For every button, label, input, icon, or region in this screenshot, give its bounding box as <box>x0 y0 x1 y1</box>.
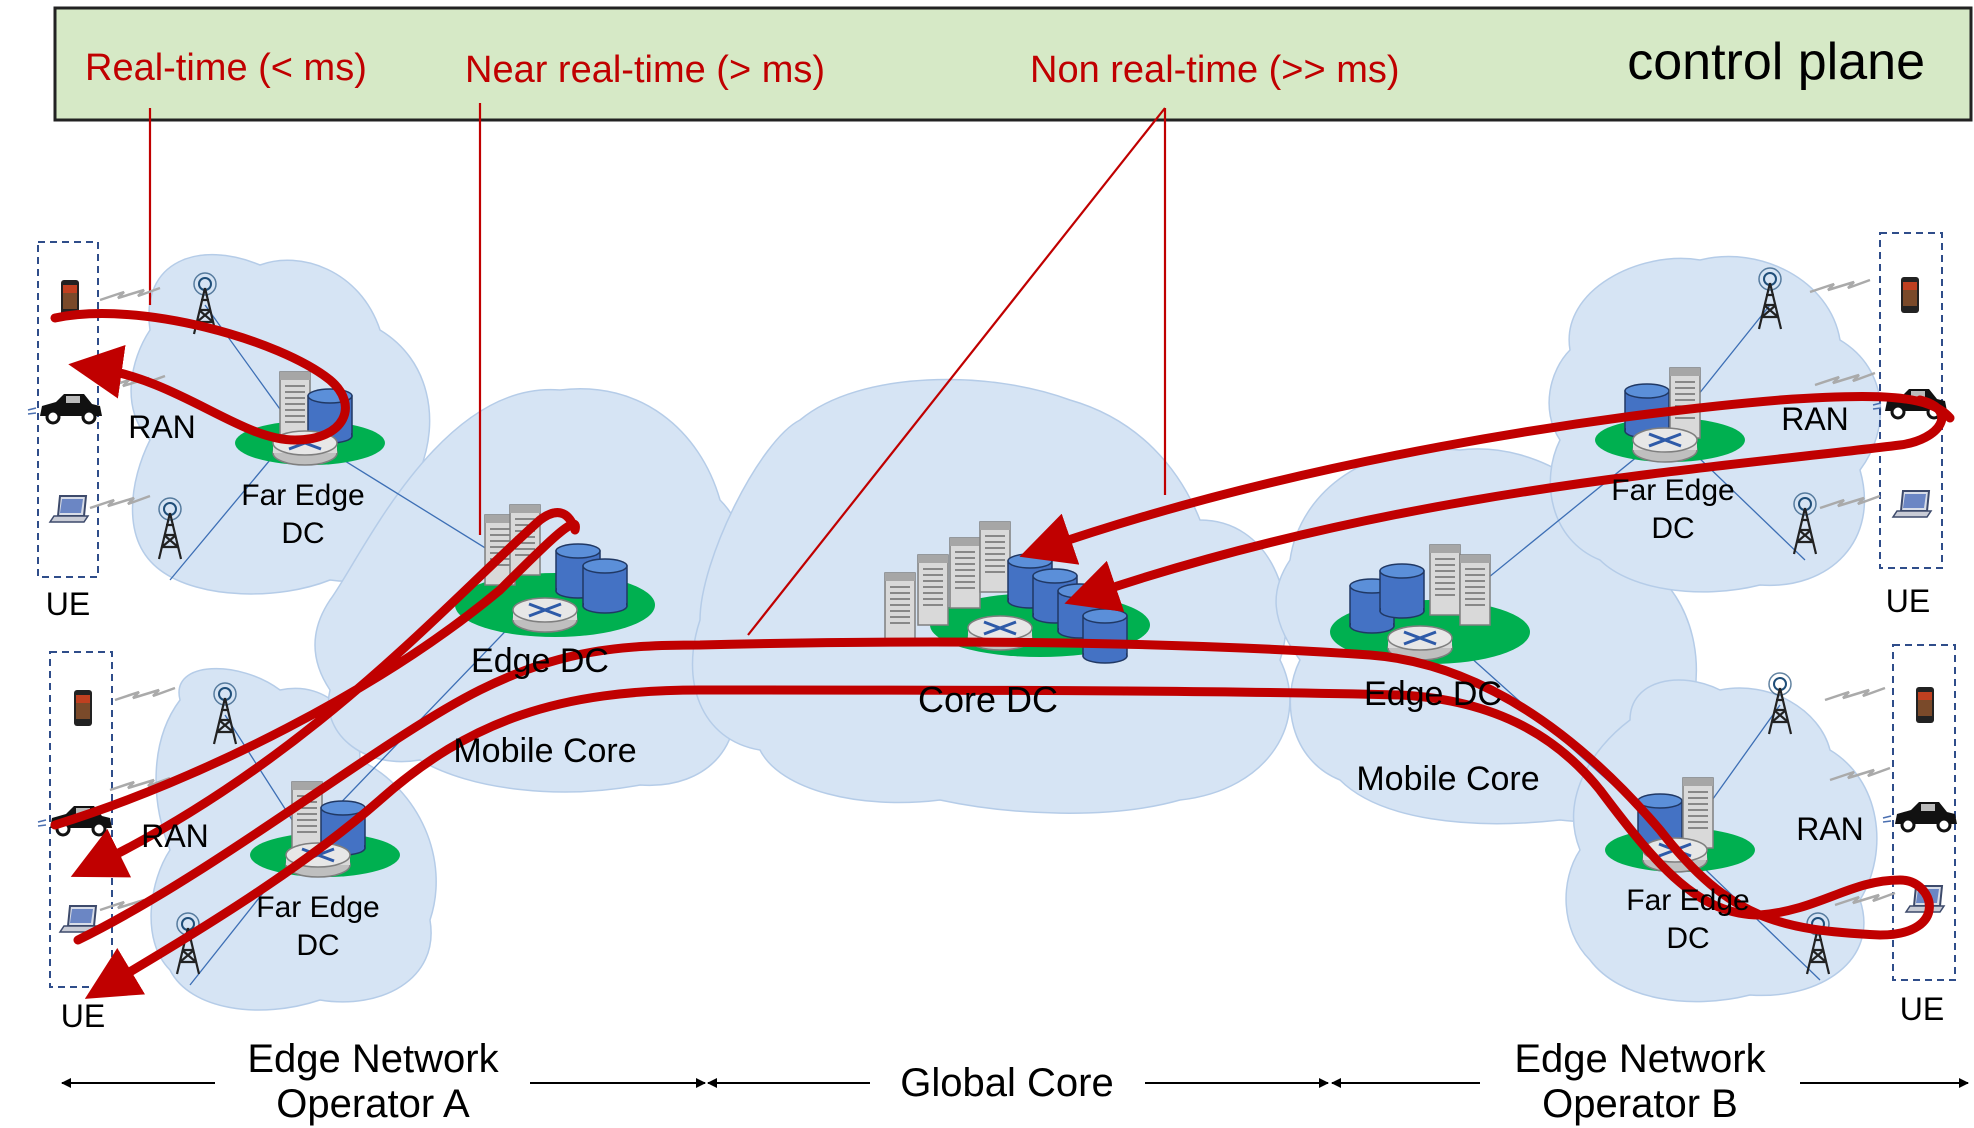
ran-label-a-bottom: RAN <box>141 818 209 854</box>
ue-label-a-bottom: UE <box>61 998 105 1034</box>
server-rack-icon <box>949 537 981 609</box>
flow-edge-dc-loop-a <box>50 508 580 878</box>
far-edge-label-b-top-1: Far Edge <box>1611 474 1734 507</box>
ran-label-b-bottom: RAN <box>1796 811 1864 847</box>
latency-label-real-time: Real-time (< ms) <box>85 47 367 89</box>
ran-label-b-top: RAN <box>1781 401 1849 437</box>
car-icon <box>26 392 104 425</box>
database-cylinder-icon <box>1379 563 1425 619</box>
flow-operator-b-core-return <box>1064 395 1947 612</box>
router-icon <box>511 596 579 634</box>
flow-operator-a-to-b <box>73 637 1934 945</box>
far-edge-label-a-top-2: DC <box>281 517 324 550</box>
ue-box-a-bottom <box>49 651 113 988</box>
mobile-core-label-b: Mobile Core <box>1356 760 1539 798</box>
laptop-icon <box>49 495 89 523</box>
axis-label-global-core: Global Core <box>900 1061 1113 1105</box>
router-icon <box>1631 426 1699 464</box>
server-rack-icon <box>979 521 1011 593</box>
ue-label-b-top: UE <box>1886 583 1930 619</box>
far-edge-label-a-top-1: Far Edge <box>241 479 364 512</box>
latency-label-non-real-time: Non real-time (>> ms) <box>1030 49 1400 91</box>
far-edge-dc-b-top <box>1595 367 1745 464</box>
traffic-flows <box>50 309 1955 999</box>
server-rack-icon <box>1682 777 1714 849</box>
server-rack-icon <box>917 554 949 626</box>
ue-label-a-top: UE <box>46 586 90 622</box>
server-rack-icon <box>1459 554 1491 626</box>
server-rack-icon <box>884 572 916 644</box>
edge-dc-label-a: Edge DC <box>471 642 609 680</box>
far-edge-label-a-bottom-2: DC <box>296 929 339 962</box>
control-plane-bar <box>53 6 1973 122</box>
ue-label-b-bottom: UE <box>1900 991 1944 1027</box>
core-dc-label: Core DC <box>918 679 1058 720</box>
axis-label-edge-b-1: Edge Network <box>1514 1037 1766 1081</box>
smartphone-icon <box>1901 277 1919 313</box>
ue-box-a-top <box>37 241 99 578</box>
server-rack-icon <box>1429 544 1461 616</box>
far-edge-label-b-bottom-1: Far Edge <box>1626 884 1749 917</box>
bottom-axis: Edge Network Operator A Global Core Edge… <box>61 1037 1969 1126</box>
latency-label-near-real-time: Near real-time (> ms) <box>465 49 825 91</box>
car-icon <box>1881 800 1959 833</box>
database-cylinder-icon <box>1082 608 1128 664</box>
axis-label-edge-a-2: Operator A <box>276 1082 470 1126</box>
control-plane-title: control plane <box>1627 33 1925 91</box>
axis-label-edge-b-2: Operator B <box>1542 1082 1738 1126</box>
smartphone-icon <box>74 690 92 726</box>
far-edge-dc-a-bottom <box>250 781 400 879</box>
far-edge-label-b-bottom-2: DC <box>1666 922 1709 955</box>
mobile-core-label-a: Mobile Core <box>453 732 636 770</box>
ue-box-b-bottom <box>1892 644 1956 981</box>
smartphone-icon <box>1916 687 1934 723</box>
flow-operator-a-return <box>84 685 1765 999</box>
flow-operator-b-to-core <box>1019 391 1955 565</box>
flow-far-edge-loop-a <box>50 309 350 445</box>
edge-dc-b <box>1330 544 1530 664</box>
laptop-icon <box>1892 490 1932 518</box>
diagram-labels: UE UE RAN RAN Far Edge DC Far Edge DC Ed… <box>46 401 1944 1034</box>
axis-label-edge-a-1: Edge Network <box>247 1037 499 1081</box>
latency-pointer-lines <box>148 103 1167 636</box>
far-edge-label-a-bottom-1: Far Edge <box>256 891 379 924</box>
ran-label-a-top: RAN <box>128 409 196 445</box>
far-edge-label-b-top-2: DC <box>1651 512 1694 545</box>
database-cylinder-icon <box>582 558 628 614</box>
edge-dc-label-b: Edge DC <box>1364 675 1502 713</box>
server-rack-icon <box>1669 367 1701 439</box>
